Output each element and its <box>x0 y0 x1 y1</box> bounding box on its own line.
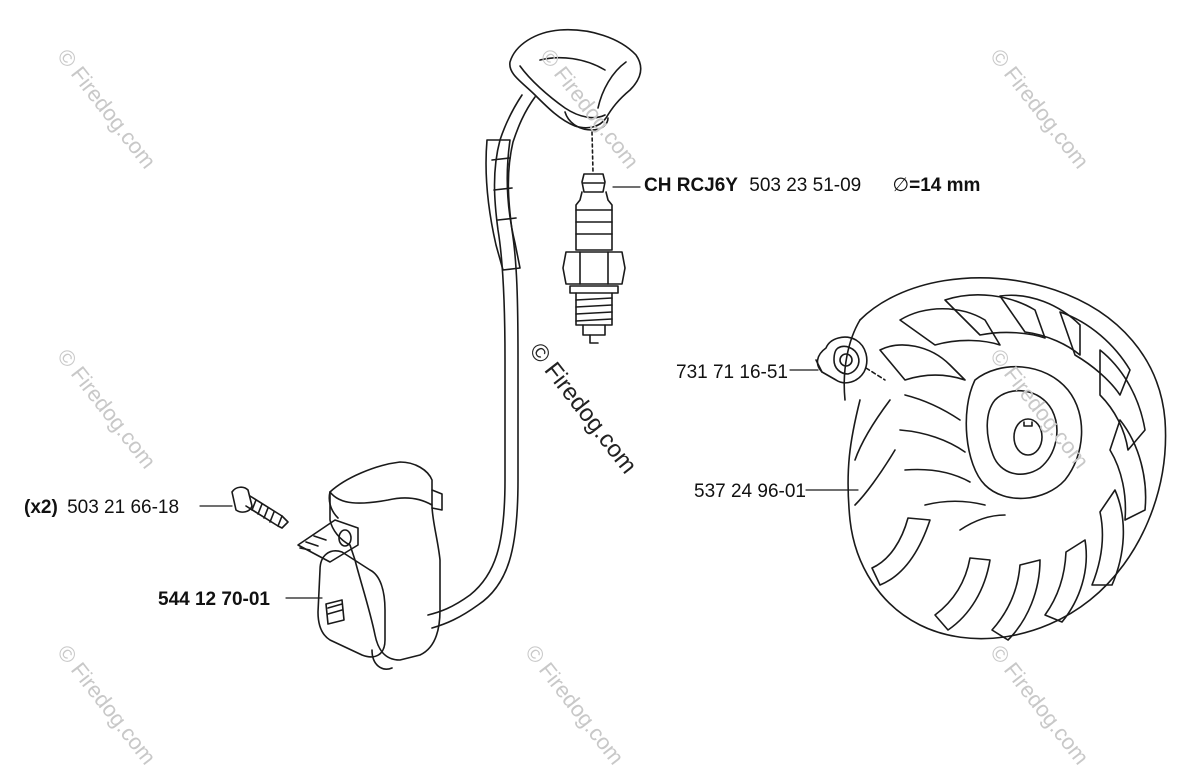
screw-part-number: 503 21 66-18 <box>67 497 180 518</box>
spark-plug-part-number: 503 23 51-09 <box>749 175 862 196</box>
flywheel-nut <box>789 336 886 384</box>
screw-quantity: (x2) <box>24 497 58 518</box>
spark-plug-label: CH RCJ6Y 503 23 51-09 ∅=14 mm <box>644 176 980 195</box>
flywheel-part-number: 537 24 96-01 <box>694 481 806 502</box>
nut-part-number: 731 71 16-51 <box>676 362 788 383</box>
flywheel <box>805 276 1167 641</box>
spark-plug-model: CH RCJ6Y <box>644 175 738 196</box>
diameter-value: =14 mm <box>909 175 981 196</box>
diameter-symbol: ∅ <box>892 175 910 196</box>
ignition-module <box>285 461 443 670</box>
screw-label: (x2) 503 21 66-18 <box>24 498 179 517</box>
ignition-module-part-number: 544 12 70-01 <box>158 590 270 609</box>
ignition-module-part-number-text: 544 12 70-01 <box>158 589 270 610</box>
screw <box>199 486 289 529</box>
spark-plug-cap <box>509 28 642 173</box>
ignition-cable <box>427 94 536 629</box>
ignition-parts-diagram <box>199 28 1167 670</box>
spark-plug <box>562 173 641 344</box>
